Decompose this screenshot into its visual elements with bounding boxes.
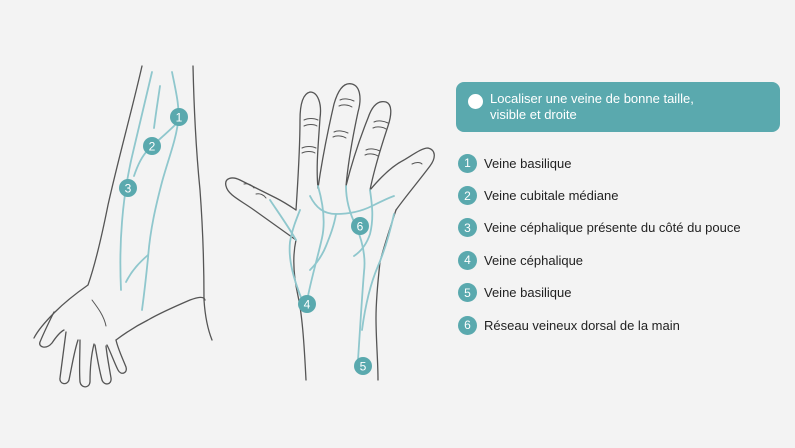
instruction-line-2: visible et droite <box>490 107 768 123</box>
vein-dorsal-network-2 <box>308 186 324 296</box>
legend-item: 3 Veine céphalique présente du côté du p… <box>458 212 741 244</box>
legend-label: Veine céphalique <box>484 253 583 268</box>
instruction-banner: Localiser une veine de bonne taille, vis… <box>456 82 780 132</box>
legend-label: Veine basilique <box>484 285 571 300</box>
marker-2: 2 <box>143 137 161 155</box>
ring-finger <box>346 102 391 190</box>
arm-outline-right <box>193 66 212 340</box>
vein-arm-branch-2 <box>126 255 148 282</box>
marker-5-label: 5 <box>360 360 367 374</box>
thumb-outline <box>226 178 296 240</box>
little-finger <box>370 148 434 210</box>
legend-item: 6 Réseau veineux dorsal de la main <box>458 309 741 341</box>
finger-2 <box>80 340 94 387</box>
palm-right-edge <box>376 210 396 380</box>
vein-legend: 1 Veine basilique 2 Veine cubitale média… <box>458 147 741 341</box>
instruction-line-1: Localiser une veine de bonne taille, <box>490 91 768 107</box>
index-finger <box>296 92 321 210</box>
marker-4-label: 4 <box>304 298 311 312</box>
legend-label: Veine cubitale médiane <box>484 188 618 203</box>
arm-outline-left <box>34 66 142 338</box>
finger-1 <box>60 332 78 384</box>
hand-drawing <box>226 84 435 380</box>
legend-item: 2 Veine cubitale médiane <box>458 179 741 211</box>
legend-label: Réseau veineux dorsal de la main <box>484 318 680 333</box>
thumb-crease <box>92 300 106 326</box>
vein-thumb <box>270 200 296 240</box>
legend-number-badge: 6 <box>458 316 477 335</box>
legend-number-badge: 2 <box>458 186 477 205</box>
hand-back <box>116 297 205 340</box>
marker-3: 3 <box>119 179 137 197</box>
marker-1: 1 <box>170 108 188 126</box>
marker-6-label: 6 <box>357 220 364 234</box>
legend-item: 5 Veine basilique <box>458 277 741 309</box>
legend-number-badge: 5 <box>458 283 477 302</box>
legend-item: 1 Veine basilique <box>458 147 741 179</box>
bullet-dot-icon <box>468 94 483 109</box>
marker-1-label: 1 <box>176 111 183 125</box>
legend-label: Veine basilique <box>484 156 571 171</box>
finger-3 <box>95 345 111 384</box>
legend-number-badge: 4 <box>458 251 477 270</box>
legend-number-badge: 3 <box>458 218 477 237</box>
legend-label: Veine céphalique présente du côté du pou… <box>484 220 741 235</box>
marker-6: 6 <box>351 217 369 235</box>
palm-outline <box>40 312 64 347</box>
knuckle-lines <box>244 99 422 198</box>
vein-arm-branch <box>154 86 160 128</box>
marker-3-label: 3 <box>125 182 132 196</box>
vein-basilic-arm <box>142 72 179 310</box>
marker-2-label: 2 <box>149 140 156 154</box>
legend-number-badge: 1 <box>458 154 477 173</box>
legend-item: 4 Veine céphalique <box>458 244 741 276</box>
hand-veins <box>270 186 394 360</box>
marker-4: 4 <box>298 295 316 313</box>
marker-5: 5 <box>354 357 372 375</box>
